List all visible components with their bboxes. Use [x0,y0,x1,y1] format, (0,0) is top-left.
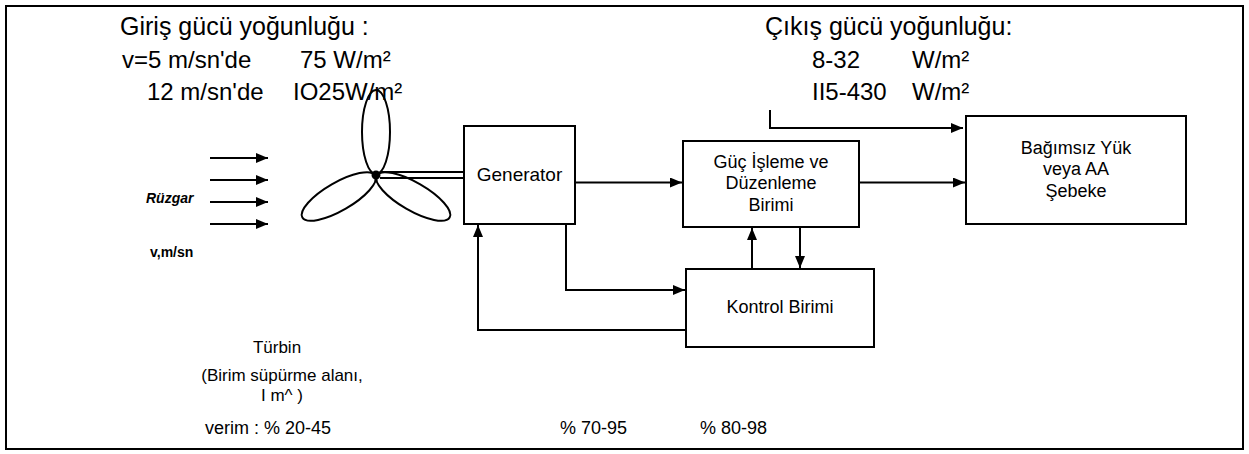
control-box: Kontrol Birimi [685,268,875,348]
generator-box: Generator [463,125,576,225]
power-density: 8-32 [812,46,860,74]
load-box: Bağımsız Yük veya AA Şebeke [965,115,1187,225]
unit: W/m² [912,46,969,74]
wind-speed: v=5 m/sn'de [122,46,251,74]
wind-arrow [210,179,268,181]
process-box: Güç İşleme ve Düzenleme Birimi [682,140,860,228]
box-text: Güç İşleme ve Düzenleme Birimi [710,152,832,216]
wind-arrows [210,158,268,224]
turbine-hub [373,172,380,179]
wind-speed-unit: v,m/sn [150,244,193,260]
connector [799,228,801,268]
turbine-blade [295,163,382,229]
box-text: Bağımsız Yük veya AA Şebeke [1016,138,1136,202]
wind-arrow [210,201,268,203]
input-heading: Giriş gücü yoğunluğu : [120,12,369,41]
box-text: Kontrol Birimi [726,297,833,318]
efficiency: verim : % 20-45 [205,418,331,439]
connector [478,225,685,330]
leader-line [770,110,963,128]
wind-arrow [210,223,268,225]
wind-label: Rüzgar [146,190,193,206]
power-density: 75 W/m² [300,46,391,74]
connector [576,182,682,184]
turbine-rotor [295,90,456,230]
unit: W/m² [912,78,969,106]
box-text: Generator [477,164,563,186]
connector [566,225,685,290]
efficiency: % 70-95 [560,418,627,439]
turbine-blade [370,163,457,229]
turbine-shaft [380,172,463,178]
shaft-line [380,177,463,179]
power-density: IO25W/m² [293,78,402,106]
area-note: (Birim süpürme alanı, I m^ ) [197,366,367,405]
power-density: II5-430 [812,78,887,106]
wind-speed: 12 m/sn'de [147,78,264,106]
efficiency: % 80-98 [700,418,767,439]
output-heading: Çıkış gücü yoğunluğu: [765,12,1012,41]
shaft-line [380,171,463,173]
connector [860,182,965,184]
wind-arrow [210,157,268,159]
turbine-label: Türbin [217,338,337,358]
frame [6,6,1243,449]
connector [751,228,753,268]
